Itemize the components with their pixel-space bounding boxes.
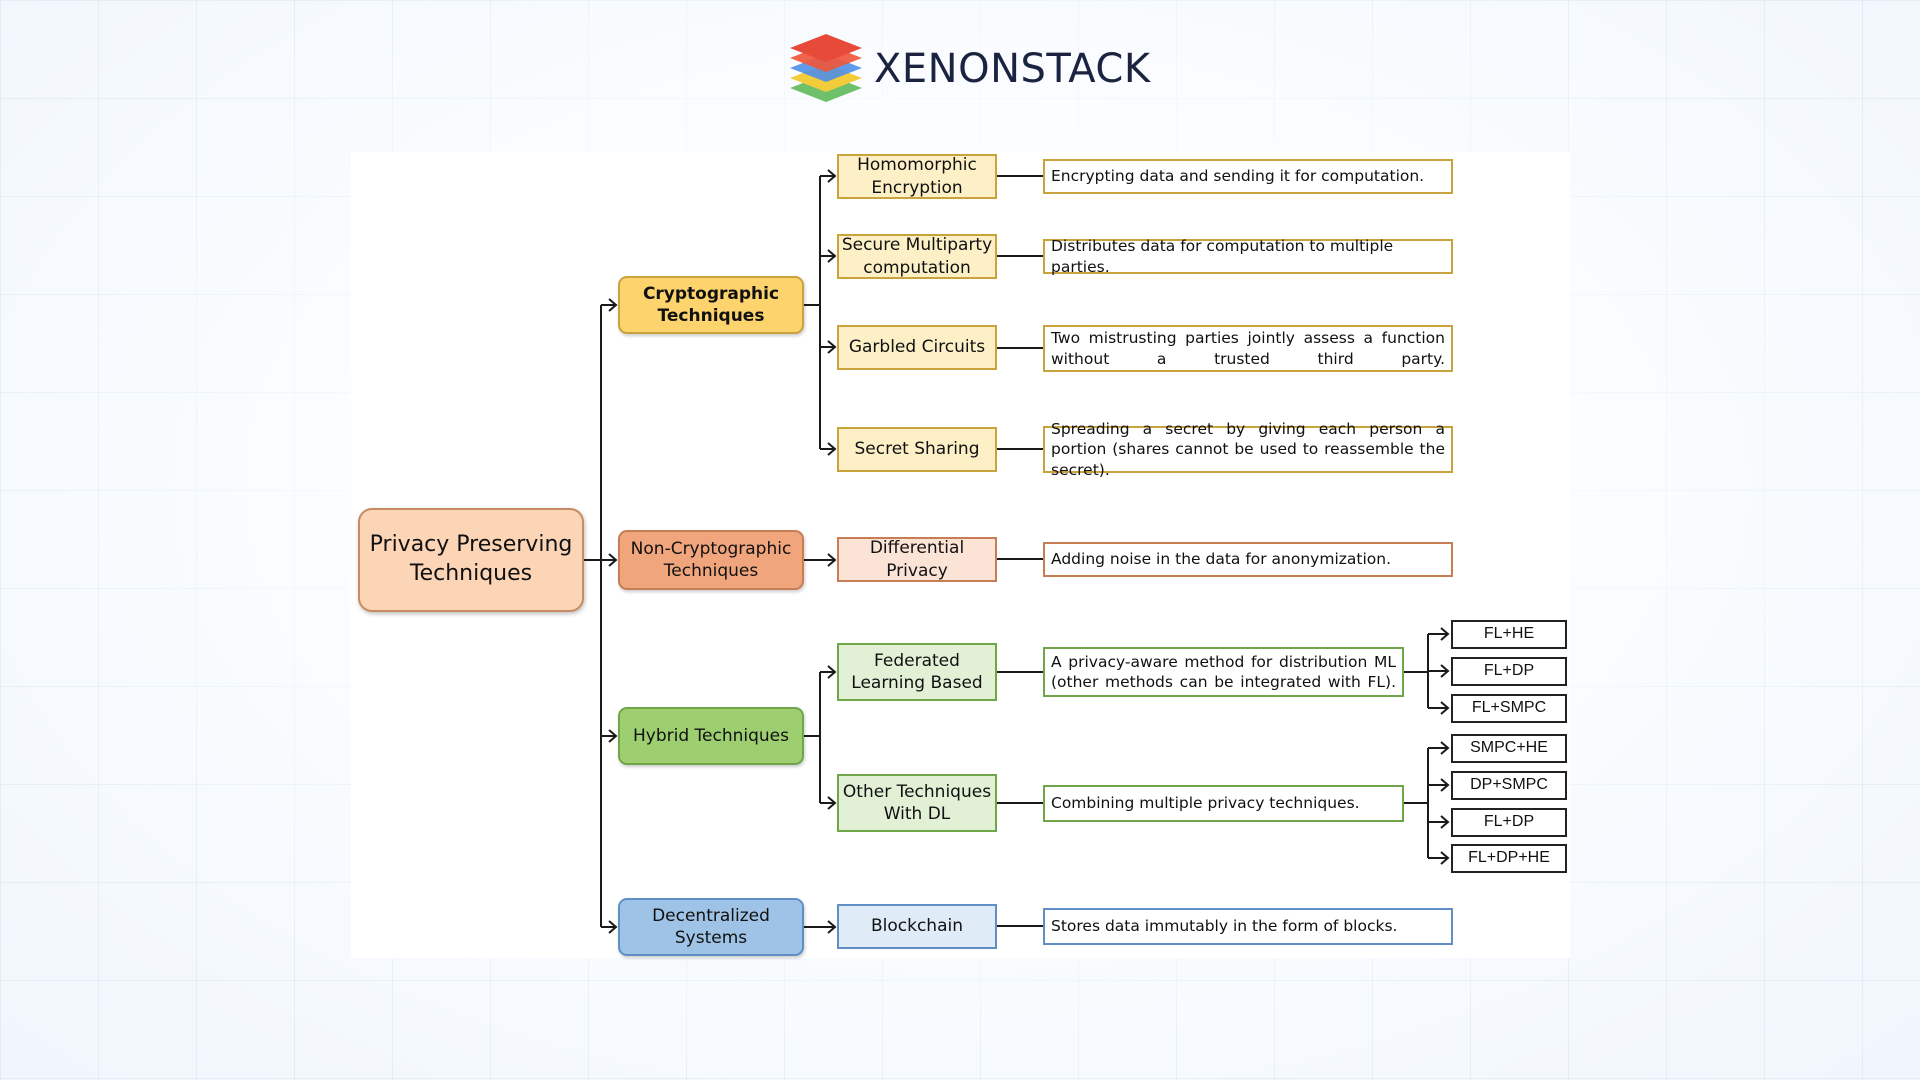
technique-homomorphic-encryption: Homomorphic Encryption <box>837 154 997 199</box>
category-decentralized: Decentralized Systems <box>618 898 804 956</box>
arrowhead-icon <box>1440 627 1450 641</box>
arrowhead-icon <box>608 920 618 934</box>
technique-federated-learning: Federated Learning Based <box>837 643 997 701</box>
category-non-cryptographic: Non-Cryptographic Techniques <box>618 530 804 590</box>
description-secure-multiparty: Distributes data for computation to mult… <box>1043 237 1453 276</box>
arrowhead-icon <box>827 169 837 183</box>
combo-fl-dp-2: FL+DP <box>1451 808 1567 837</box>
combo-fl-he: FL+HE <box>1451 620 1567 649</box>
technique-differential-privacy: Differential Privacy <box>837 537 997 582</box>
combo-fl-dp-he: FL+DP+HE <box>1451 844 1567 873</box>
combo-fl-dp: FL+DP <box>1451 657 1567 686</box>
arrowhead-icon <box>827 920 837 934</box>
technique-other-with-dl: Other Techniques With DL <box>837 774 997 832</box>
description-secret-sharing: Spreading a secret by giving each person… <box>1043 420 1453 479</box>
description-homomorphic-encryption: Encrypting data and sending it for compu… <box>1043 159 1453 194</box>
arrowhead-icon <box>608 729 618 743</box>
description-federated-learning: A privacy-aware method for distribution … <box>1043 647 1404 697</box>
logo: XENONSTACK <box>788 28 1151 110</box>
arrowhead-icon <box>827 249 837 263</box>
arrowhead-icon <box>827 442 837 456</box>
description-differential-privacy: Adding noise in the data for anonymizati… <box>1043 542 1453 577</box>
arrowhead-icon <box>1440 851 1450 865</box>
diagram-card: Privacy Preserving Techniques Cryptograp… <box>351 152 1570 958</box>
xenonstack-logo-icon <box>790 34 862 102</box>
description-blockchain: Stores data immutably in the form of blo… <box>1043 908 1453 945</box>
arrowhead-icon <box>1440 815 1450 829</box>
category-cryptographic: Cryptographic Techniques <box>618 276 804 334</box>
arrowhead-icon <box>827 340 837 354</box>
arrowhead-icon <box>608 553 618 567</box>
technique-garbled-circuits: Garbled Circuits <box>837 325 997 370</box>
arrowhead-icon <box>608 298 618 312</box>
brand-name: XENONSTACK <box>874 46 1151 92</box>
description-other-with-dl: Combining multiple privacy techniques. <box>1043 785 1404 822</box>
combo-fl-smpc: FL+SMPC <box>1451 694 1567 723</box>
technique-secure-multiparty: Secure Multiparty computation <box>837 234 997 279</box>
arrowhead-icon <box>1440 778 1450 792</box>
combo-smpc-he: SMPC+HE <box>1451 734 1567 763</box>
arrowhead-icon <box>827 665 837 679</box>
arrowhead-icon <box>827 796 837 810</box>
combo-dp-smpc: DP+SMPC <box>1451 771 1567 800</box>
category-hybrid: Hybrid Techniques <box>618 707 804 765</box>
technique-secret-sharing: Secret Sharing <box>837 427 997 472</box>
arrowhead-icon <box>827 553 837 567</box>
description-garbled-circuits: Two mistrusting parties jointly assess a… <box>1043 325 1453 372</box>
arrowhead-icon <box>1440 741 1450 755</box>
technique-blockchain: Blockchain <box>837 904 997 949</box>
arrowhead-icon <box>1440 701 1450 715</box>
arrowhead-icon <box>1440 664 1450 678</box>
root-node: Privacy Preserving Techniques <box>358 508 584 612</box>
connector-lines <box>584 169 1450 934</box>
